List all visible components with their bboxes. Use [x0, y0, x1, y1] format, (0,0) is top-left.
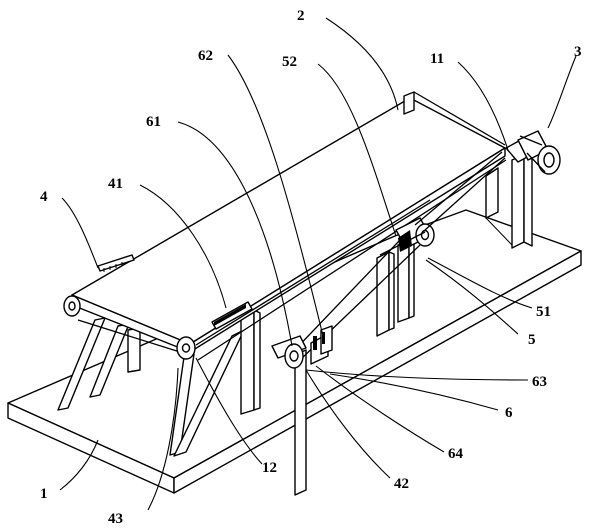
drive-belt [414, 151, 506, 231]
label-61: 61 [146, 114, 161, 130]
tensioner-assembly [379, 217, 435, 256]
leader-lines [59, 17, 577, 511]
label-4: 4 [40, 189, 48, 205]
label-2: 2 [297, 8, 305, 24]
label-3: 3 [574, 44, 582, 60]
label-5: 5 [528, 332, 536, 348]
label-52: 52 [282, 54, 297, 70]
left-roller [63, 295, 81, 317]
label-1: 1 [40, 486, 48, 502]
label-42: 42 [394, 476, 409, 492]
label-43: 43 [108, 511, 123, 527]
label-11: 11 [430, 51, 444, 67]
rear-bracket [403, 91, 415, 115]
label-12: 12 [262, 460, 277, 476]
label-62: 62 [198, 48, 213, 64]
reference-labels: 2 3 11 52 62 61 41 4 51 5 63 6 64 42 12 … [40, 8, 582, 527]
rear-stand [485, 154, 533, 249]
drive-motor [413, 91, 561, 175]
conveyor-belt [71, 97, 507, 361]
label-41: 41 [108, 176, 123, 192]
front-roller [176, 336, 196, 360]
label-51: 51 [536, 304, 551, 320]
label-6: 6 [505, 405, 513, 421]
side-rails [97, 254, 253, 330]
label-63: 63 [532, 374, 547, 390]
label-64: 64 [448, 446, 464, 462]
